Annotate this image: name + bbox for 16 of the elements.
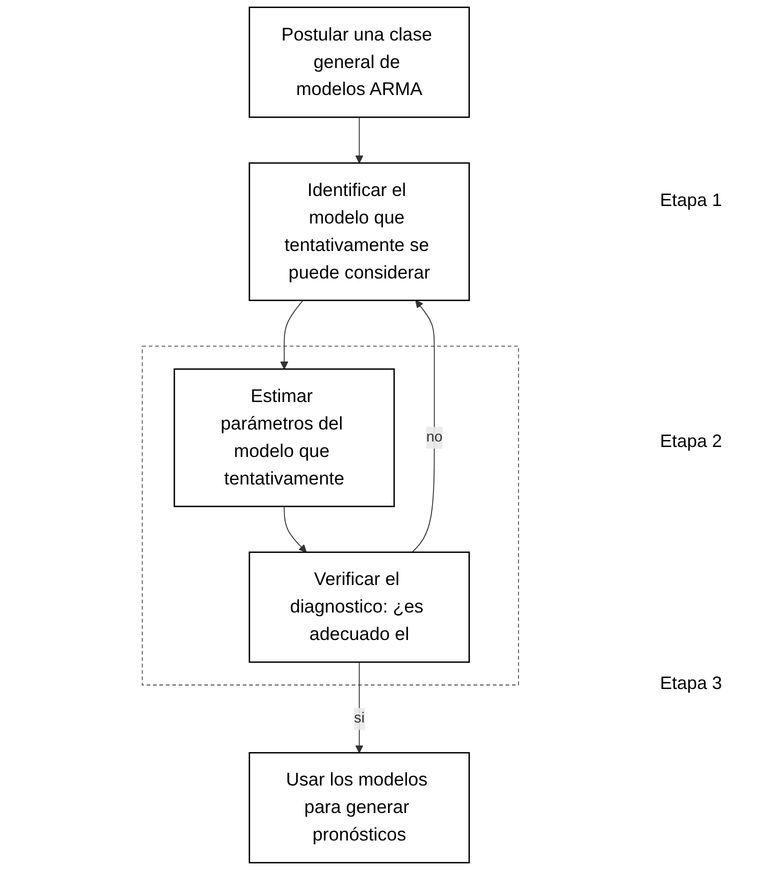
node-box: Usar los modelos para generar pronósticos bbox=[248, 752, 470, 864]
stage-label: Etapa 1 bbox=[660, 190, 724, 212]
stage-label: Etapa 3 bbox=[660, 672, 724, 694]
edge-label: no bbox=[426, 430, 442, 446]
cluster bbox=[141, 346, 519, 686]
arrow bbox=[354, 662, 363, 754]
arrow bbox=[354, 116, 363, 164]
arrow bbox=[280, 300, 304, 370]
edge-label: si bbox=[354, 710, 364, 726]
node-box: Postular una clase general de modelos ARMA bbox=[248, 6, 470, 118]
arrow bbox=[411, 300, 434, 553]
stage-label: Etapa 2 bbox=[660, 431, 724, 452]
arrow bbox=[283, 506, 306, 553]
node-box: Identificar el modelo que tentativamente se puede considerar bbox=[248, 162, 470, 302]
node-box: Verificar el diagnostico: ¿es adecuado el bbox=[248, 552, 470, 663]
node-box: Estimar parámetros del modelo que tentativamente bbox=[173, 368, 394, 508]
